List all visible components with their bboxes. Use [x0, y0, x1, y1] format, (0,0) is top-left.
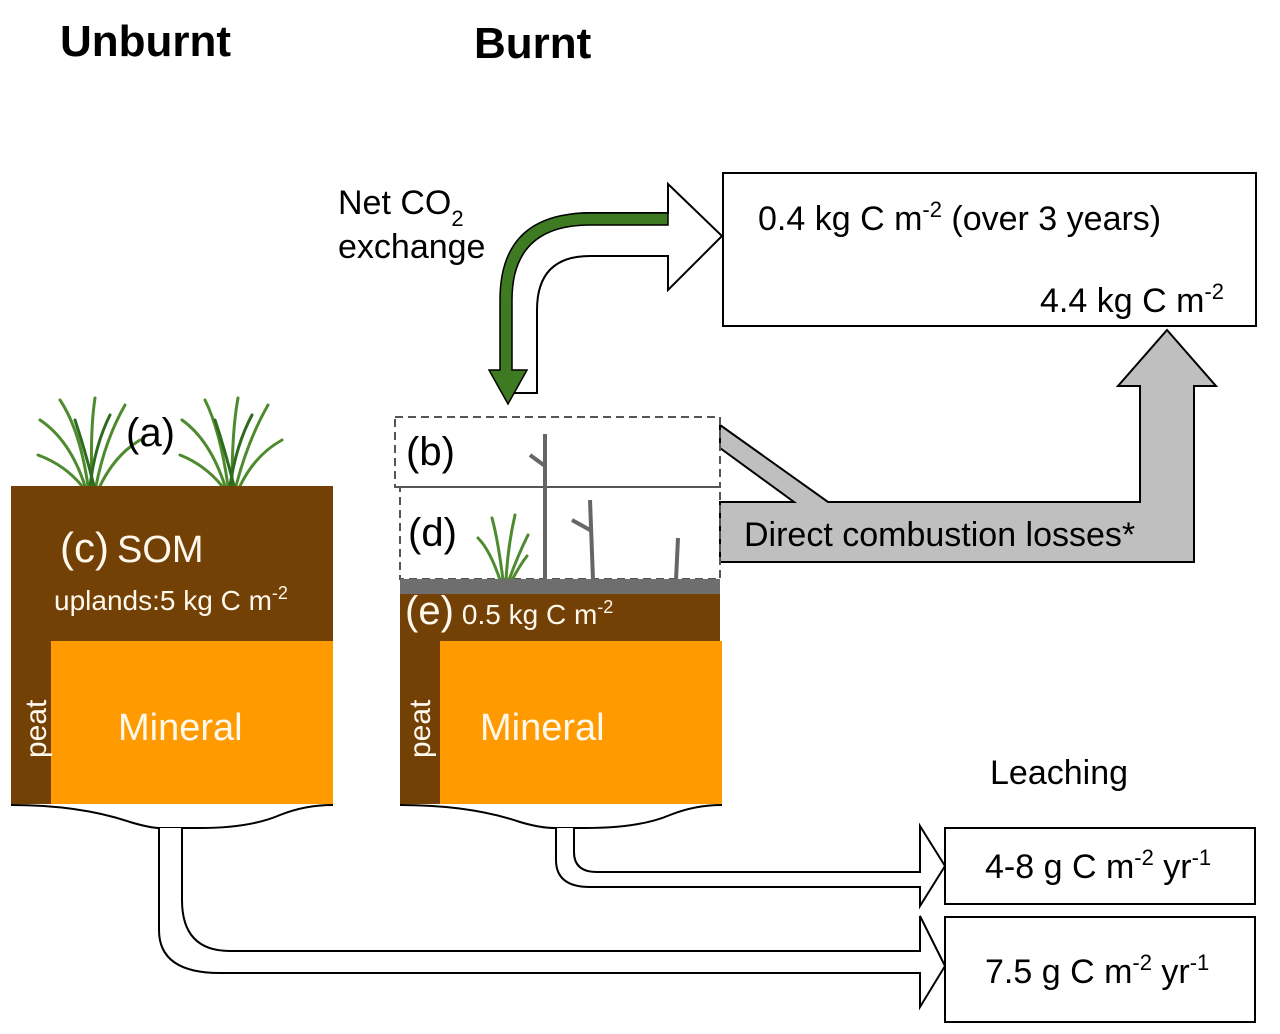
mineral-label: Mineral — [118, 707, 243, 749]
mineral-layer — [440, 641, 722, 804]
grass-icon — [178, 396, 284, 488]
soil-bottom-edge — [10, 804, 334, 829]
unburnt-leaching-value: 7.5 g C m-2 yr-1 — [985, 950, 1209, 991]
vegetation-label-a: (a) — [126, 411, 175, 455]
leaching-title: Leaching — [990, 754, 1128, 792]
burnt-leaching-arrow — [555, 822, 947, 910]
peat-label: peat — [404, 699, 437, 758]
soil-bottom-edge — [399, 804, 723, 829]
unburnt-title: Unburnt — [60, 17, 231, 66]
ash-layer — [400, 579, 720, 594]
canopy-layer-b — [394, 416, 721, 488]
unburnt-soil-column: (a) (c)SOM uplands:5 kg C m-2 peat Miner… — [10, 396, 334, 829]
co2-label-line1: Net CO2 — [338, 184, 464, 231]
mineral-label: Mineral — [480, 707, 605, 749]
mineral-layer — [51, 641, 333, 804]
net-co2-exchange-arrow — [487, 181, 724, 406]
burnt-title: Burnt — [474, 19, 592, 68]
burnt-leaching-value: 4-8 g C m-2 yr-1 — [985, 845, 1211, 886]
grass-icon — [36, 396, 142, 488]
understory-label-d: (d) — [408, 511, 457, 555]
co2-green-arrow — [487, 212, 669, 406]
som-label: (c)SOM — [60, 524, 204, 571]
net-co2-flux-value: 0.4 kg C m-2 (over 3 years) — [758, 197, 1161, 238]
unburnt-leaching-arrow — [158, 828, 947, 1011]
som-stock-value: uplands:5 kg C m-2 — [54, 583, 288, 616]
atmosphere-flux-box — [722, 172, 1257, 327]
co2-label-line2: exchange — [338, 228, 485, 266]
burnt-leaching-box — [944, 827, 1256, 905]
canopy-label-b: (b) — [406, 430, 455, 474]
burnt-soil-column: (b) (d) (e)0.5 kg C m-2 peat Mineral — [394, 416, 723, 829]
grass-icon — [476, 513, 530, 582]
organic-label-e: (e)0.5 kg C m-2 — [405, 589, 613, 633]
combustion-flux-value: 4.4 kg C m-2 — [1040, 279, 1224, 320]
burnt-tree-icon — [528, 434, 680, 581]
direct-combustion-label: Direct combustion losses* — [744, 516, 1135, 554]
peat-label: peat — [20, 699, 53, 758]
direct-combustion-arrow — [719, 328, 1219, 563]
unburnt-leaching-box — [944, 916, 1256, 1023]
